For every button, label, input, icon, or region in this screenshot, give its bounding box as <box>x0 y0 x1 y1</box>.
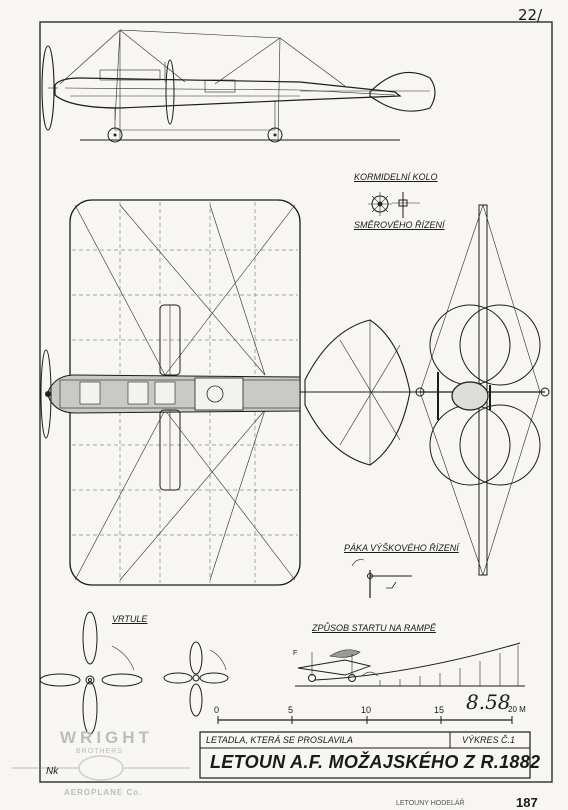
footer-page-number: 187 <box>516 795 538 810</box>
watermark-line1: WRIGHT <box>60 728 153 747</box>
watermark-emblem <box>12 755 190 781</box>
propellers-label: VRTULE <box>112 614 148 624</box>
elevator-lever-label: PÁKA VÝŠKOVÉHO ŘÍZENÍ <box>344 543 459 553</box>
launch-method-label: ZPŮSOB STARTU NA RAMPĚ <box>312 623 436 633</box>
scale-end-label: 20 M <box>508 705 526 714</box>
signature: Nk <box>46 766 59 777</box>
launch-mark-label: F <box>293 650 298 657</box>
scale-tick-0: 0 <box>214 705 220 715</box>
scale-bar <box>217 716 513 724</box>
rudder-wheel-sublabel: SMĚROVÉHO ŘÍZENÍ <box>354 220 445 230</box>
elevator-lever-detail <box>351 559 412 598</box>
scale-tick-15: 15 <box>434 705 445 715</box>
watermark-line3: AEROPLANE Co. <box>64 788 143 797</box>
title-block-sheet-no: VÝKRES Č.1 <box>462 735 516 745</box>
title-block-title: LETOUN A.F. MOŽAJSKÉHO Z R.1882 <box>210 752 541 772</box>
side-view <box>41 29 436 143</box>
rudder-wheel-label: KORMIDELNÍ KOLO <box>354 172 438 182</box>
rudder-wheel-detail <box>368 192 420 218</box>
handwritten-scale-note: 8.58 <box>466 690 511 714</box>
watermark-line2: BROTHERS <box>76 748 123 755</box>
plan-view <box>40 199 435 586</box>
launch-ramp-detail <box>295 642 525 687</box>
propeller-details <box>39 611 229 735</box>
page-number: 22/ <box>518 6 543 24</box>
title-block-series: LETADLA, KTERÁ SE PROSLAVILA <box>206 735 353 745</box>
drawing-border <box>39 21 553 783</box>
title-block <box>199 731 531 779</box>
scale-tick-5: 5 <box>288 705 294 715</box>
front-view <box>415 204 550 576</box>
footer-text: LETOUNY HODELÁŘ <box>396 800 465 807</box>
scale-tick-10: 10 <box>361 705 372 715</box>
